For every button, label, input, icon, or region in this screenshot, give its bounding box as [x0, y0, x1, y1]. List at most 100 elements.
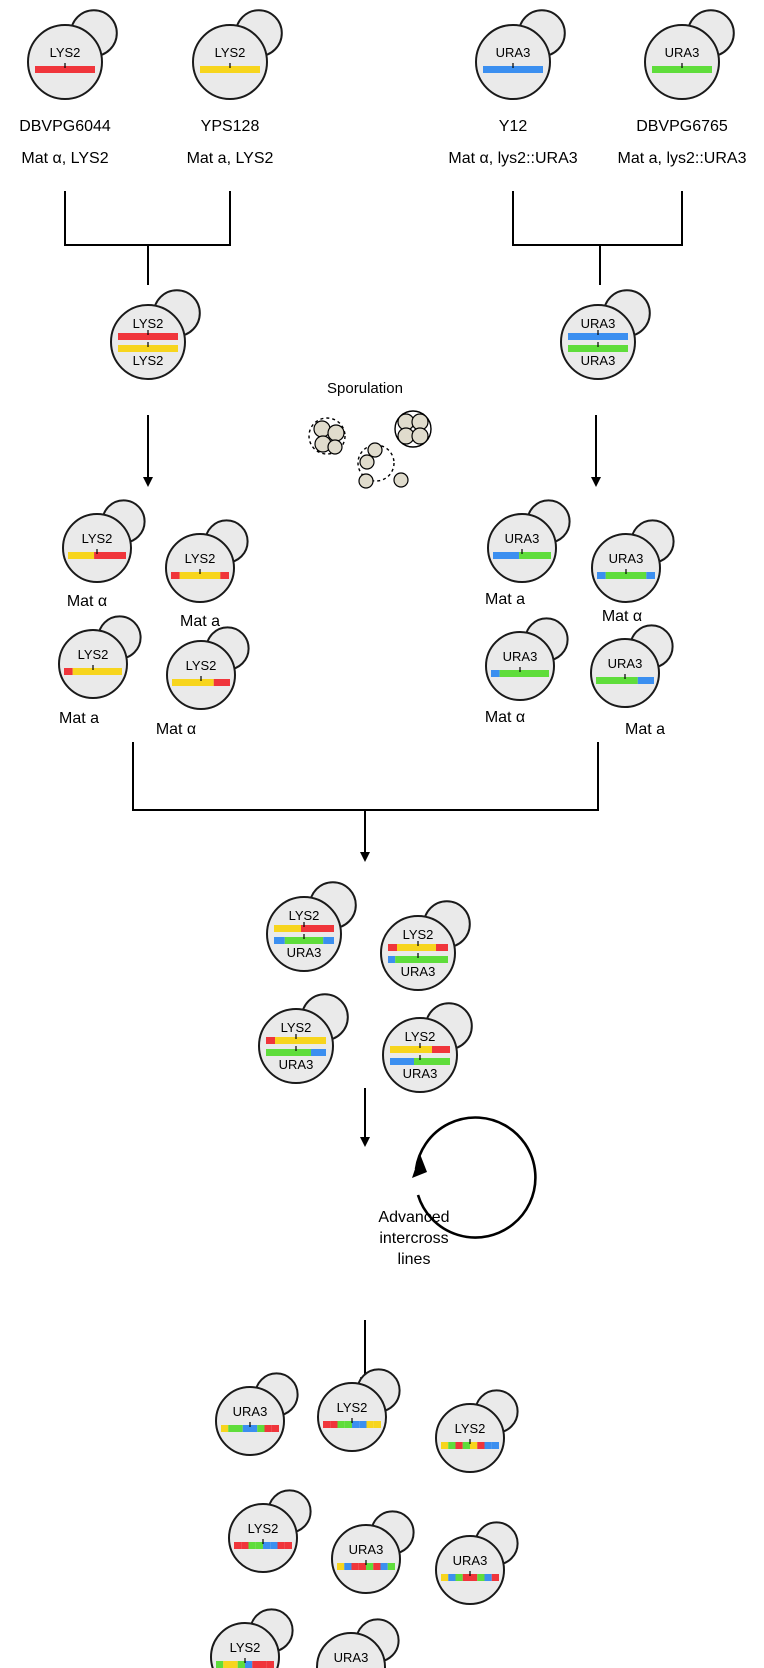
gene-label: URA3 — [581, 353, 616, 368]
cell-body — [58, 629, 128, 699]
chromosome-segment — [652, 66, 712, 73]
chromosome-segment — [237, 1661, 245, 1668]
gene-label: URA3 — [334, 1650, 369, 1665]
chromosome-segment — [491, 670, 500, 677]
chromosome-segment — [337, 1421, 345, 1428]
chromosome-segment — [483, 66, 543, 73]
gene-label: URA3 — [453, 1553, 488, 1568]
mating-type-label: Mat α — [602, 608, 642, 625]
chromosome-segment — [255, 1542, 263, 1549]
chromosome-segment — [118, 333, 178, 340]
cell-body — [165, 533, 235, 603]
chromosome-segment — [323, 1421, 331, 1428]
chromosome-segment — [519, 552, 551, 559]
gene-label: URA3 — [233, 1404, 268, 1419]
chromosome-segment — [252, 1661, 260, 1668]
chromosome-segment — [277, 1542, 285, 1549]
cell-body — [475, 24, 551, 100]
chromosome-segment — [388, 944, 397, 951]
chromosome-segment — [646, 572, 655, 579]
cycle-label-line: intercross — [379, 1230, 448, 1247]
intercross-line-cell: LYS2 — [228, 1489, 312, 1573]
chromosome-segment — [397, 944, 436, 951]
chromosome-segment — [344, 1421, 352, 1428]
cell-body — [192, 24, 268, 100]
cycle-arrow — [414, 1116, 537, 1239]
gene-label: URA3 — [349, 1542, 384, 1557]
chromosome-segment — [64, 668, 73, 675]
cell-body — [435, 1403, 505, 1473]
chromosome-segment — [395, 956, 448, 963]
connectors — [64, 191, 683, 1387]
gene-label: LYS2 — [50, 45, 81, 60]
parent-labels: DBVPG6044 Mat α, LYS2 YPS128 Mat a, LYS2… — [19, 118, 746, 167]
gene-label: LYS2 — [289, 908, 320, 923]
chromosome-segment — [366, 1421, 374, 1428]
chromosome-segment — [441, 1574, 449, 1581]
chromosome-segment — [568, 333, 628, 340]
chromosome-segment — [462, 1442, 470, 1449]
gene-label: LYS2 — [133, 353, 164, 368]
intercross-line-cell: LYS2 — [435, 1389, 519, 1473]
chromosome-segment — [470, 1574, 478, 1581]
chromosome-segment — [68, 552, 95, 559]
chromosome-segment — [245, 1661, 253, 1668]
segregant-cell: URA3 — [591, 519, 675, 603]
parent-name: DBVPG6044 — [19, 118, 111, 135]
mating-type-label: Mat a — [625, 721, 665, 738]
cell-body — [485, 631, 555, 701]
chromosome-segment — [234, 1542, 242, 1549]
chromosome-segment — [351, 1563, 359, 1570]
segregant-cell: URA3 — [485, 617, 569, 701]
chromosome-segment — [259, 1661, 267, 1668]
chromosome-segment — [337, 1563, 345, 1570]
gene-label: LYS2 — [281, 1020, 312, 1035]
chromosome-segment — [221, 1425, 229, 1432]
chromosome-segment — [171, 572, 180, 579]
chromosome-segment — [179, 572, 221, 579]
parent-genotype: Mat a, LYS2 — [187, 150, 274, 167]
intercross-line-cell: URA3 — [331, 1510, 415, 1594]
cell-body — [435, 1535, 505, 1605]
gene-label: LYS2 — [215, 45, 246, 60]
chromosome-segment — [301, 925, 334, 932]
mating-type-label: Mat a — [59, 710, 99, 727]
cell-body — [215, 1386, 285, 1456]
cycle-label-line: Advanced — [378, 1209, 449, 1226]
gene-label: LYS2 — [186, 658, 217, 673]
chromosome-segment — [448, 1442, 456, 1449]
parent-cell: LYS2 — [27, 9, 118, 100]
gene-label: LYS2 — [78, 647, 109, 662]
cell-body — [228, 1503, 298, 1573]
gene-label: URA3 — [608, 656, 643, 671]
gene-label: LYS2 — [82, 531, 113, 546]
cell-body — [316, 1632, 386, 1668]
mating-type-label: Mat a — [485, 591, 525, 608]
parent-cell: LYS2 — [192, 9, 283, 100]
chromosome-segment — [387, 1563, 395, 1570]
chromosome-segment — [491, 1574, 499, 1581]
chromosome-segment — [250, 1425, 258, 1432]
chromosome-segment — [118, 345, 178, 352]
chromosome-segment — [637, 677, 654, 684]
cell-body — [210, 1622, 280, 1668]
chromosome-segment — [274, 937, 285, 944]
intercross-line-cell: LYS2 — [210, 1608, 294, 1668]
segregant-cell: LYS2 — [58, 615, 142, 699]
gene-label: LYS2 — [133, 316, 164, 331]
cell-body — [487, 513, 557, 583]
chromosome-segment — [352, 1421, 360, 1428]
chromosome-segment — [359, 1421, 367, 1428]
cycle-arrowhead-icon — [412, 1154, 427, 1178]
gene-label: URA3 — [279, 1057, 314, 1072]
gene-label: URA3 — [505, 531, 540, 546]
chromosome-segment — [596, 677, 638, 684]
chromosome-segment — [216, 1661, 224, 1668]
